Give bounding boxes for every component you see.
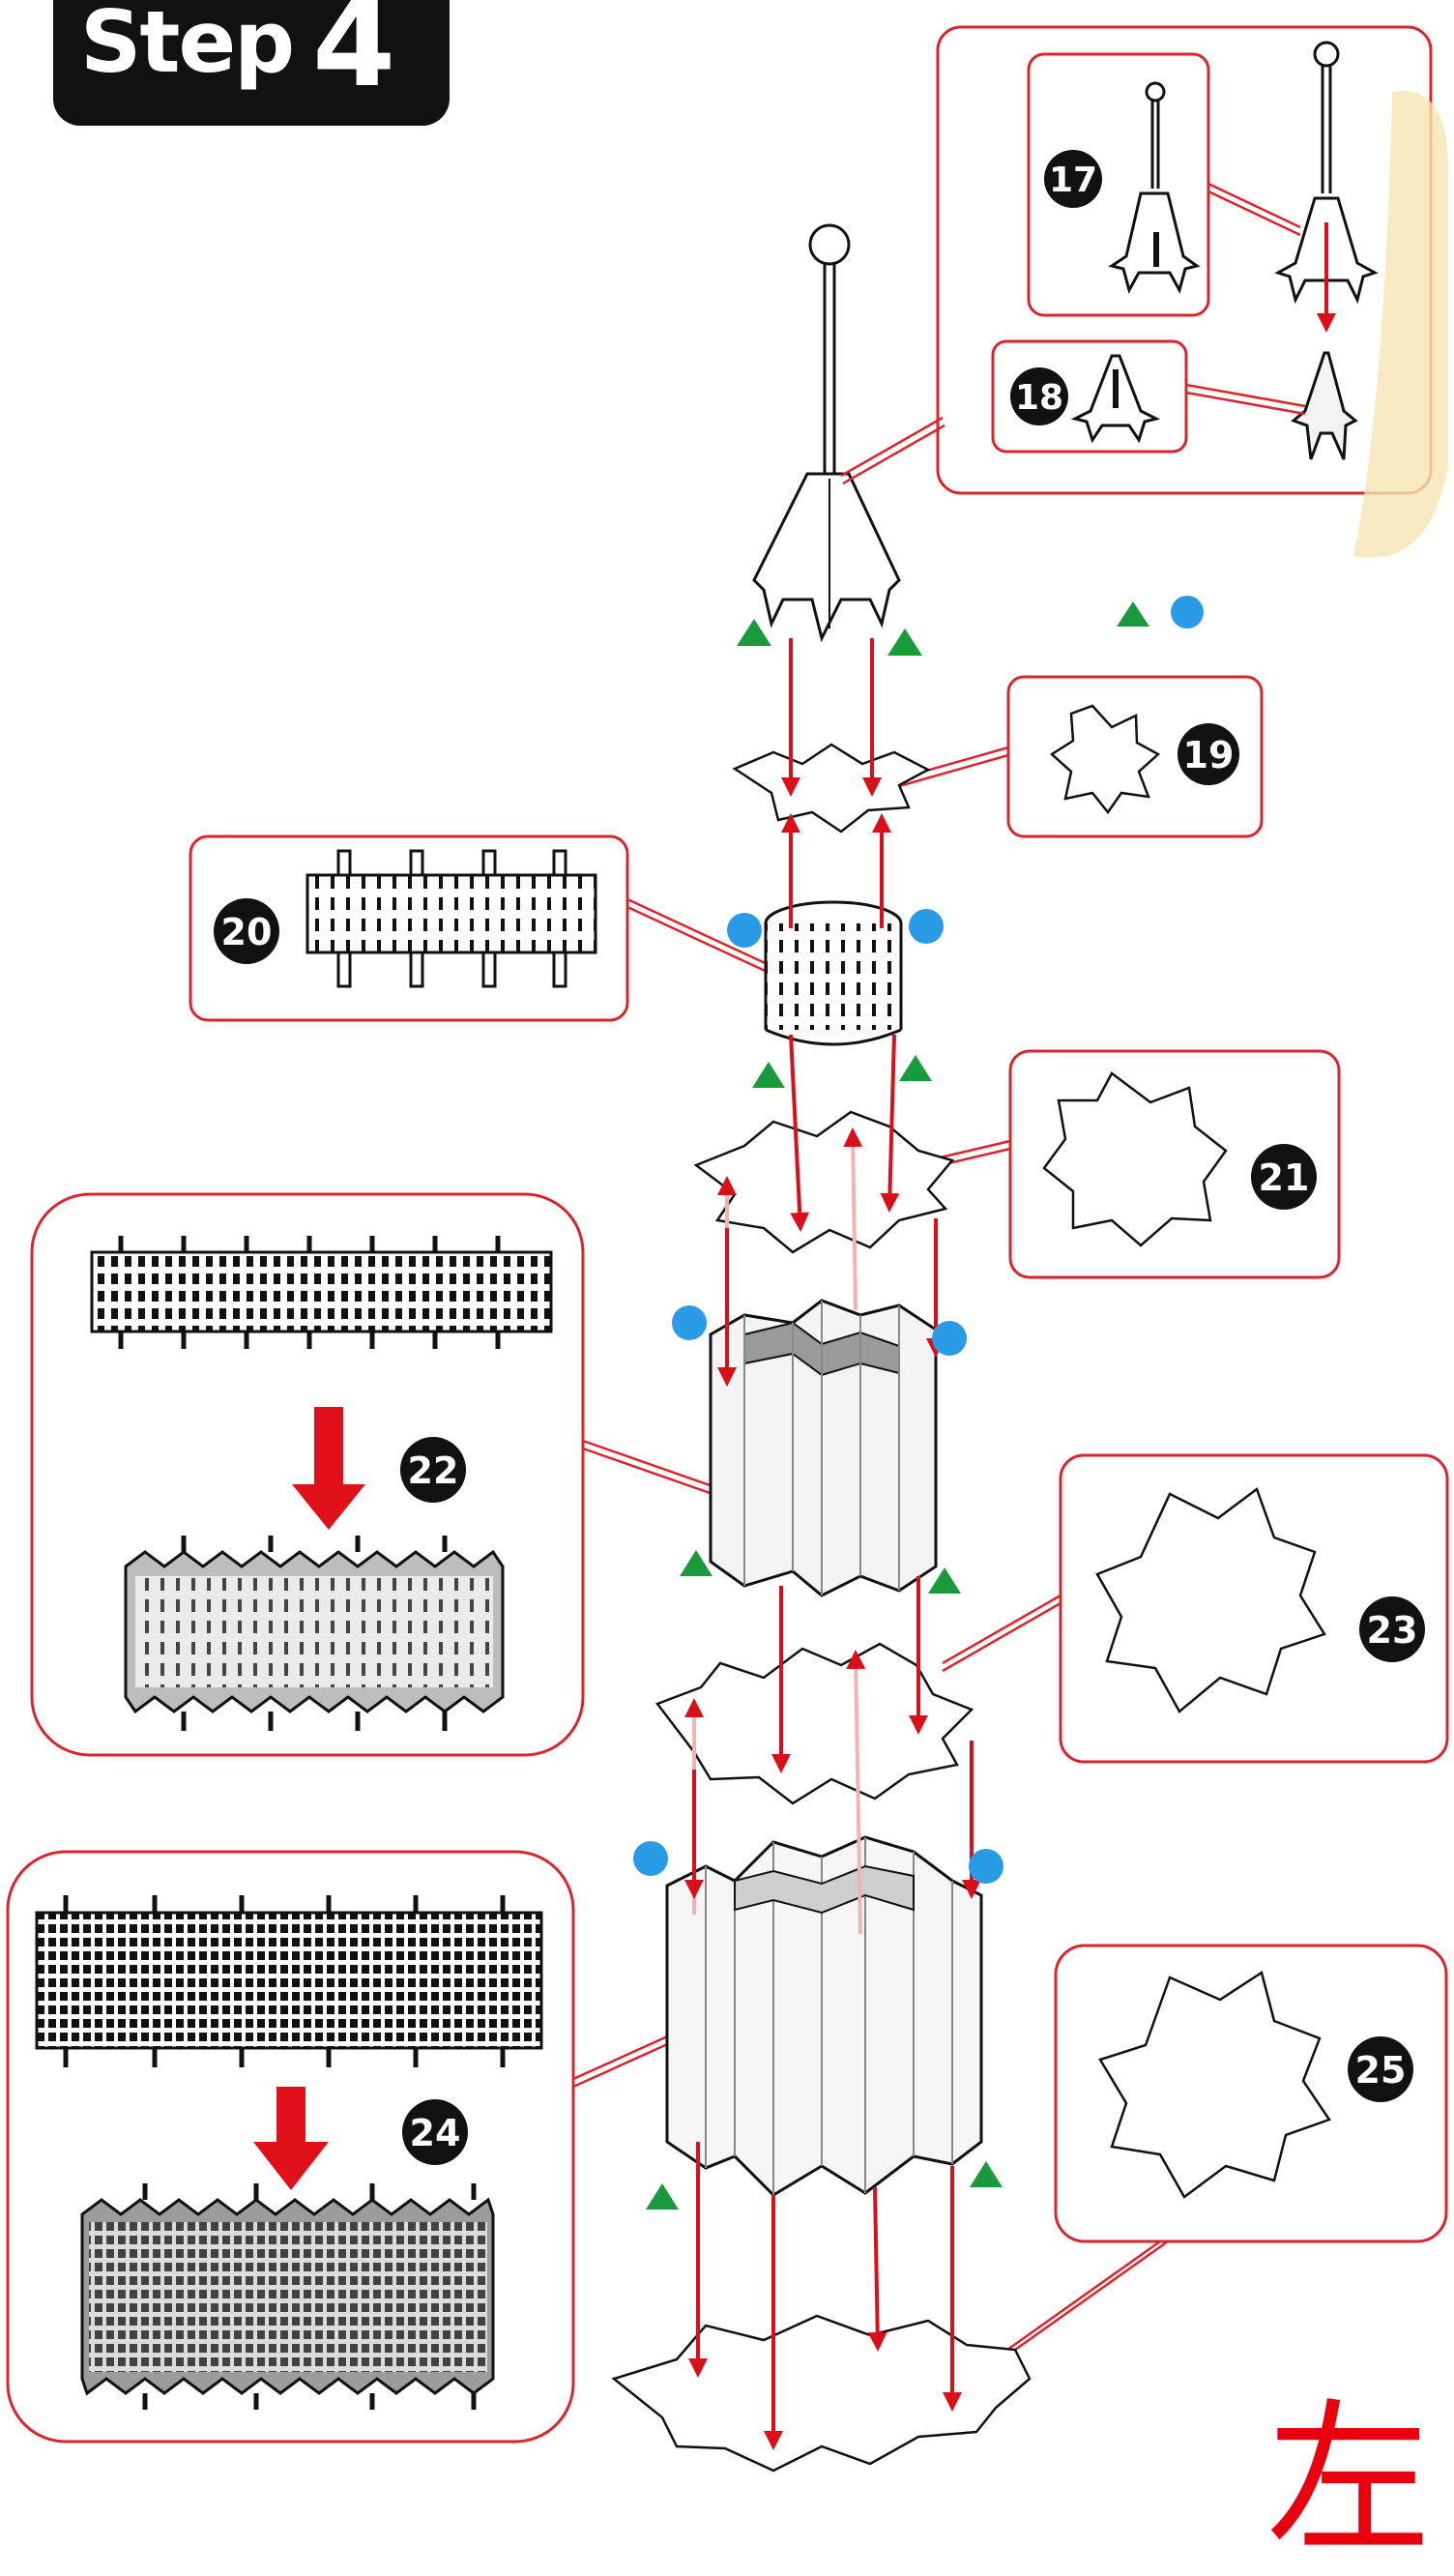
disc-19 (732, 743, 931, 834)
badge-23 (1359, 1596, 1425, 1662)
label-23: 23 (1367, 1609, 1418, 1652)
tower-assembly (611, 223, 1204, 2473)
callout-21: 21 (927, 1049, 1341, 1279)
blue-dot-icon (932, 1321, 967, 1356)
base-disc-25 (611, 2314, 1032, 2473)
green-triangle-icon (887, 629, 922, 656)
part-22-folded-icon (124, 1536, 505, 1731)
step-word: Step (80, 0, 295, 92)
disc-23 (654, 1642, 974, 1805)
badge-21 (1251, 1144, 1317, 1210)
arrow-down-icon-2 (253, 2087, 329, 2190)
label-24: 24 (410, 2112, 461, 2154)
callout-24: 24 (6, 1850, 724, 2444)
part-25-icon (1098, 1971, 1331, 2199)
callout-20: 20 (189, 834, 774, 1022)
green-triangle-icon (680, 1550, 712, 1576)
side-mark: 左 (1266, 2385, 1432, 2576)
callout-22: 22 (30, 1192, 736, 1757)
green-triangle-icon (752, 1062, 785, 1088)
label-18: 18 (1015, 378, 1063, 418)
green-triangle-icon (1117, 601, 1149, 627)
callout-top: 17 18 (936, 25, 1433, 495)
part-23-icon (1095, 1486, 1326, 1713)
blue-dot-icon (672, 1305, 707, 1340)
page-edge-shadow (1353, 91, 1449, 558)
part-24-flat-icon (35, 1895, 543, 2067)
badge-25 (1348, 2036, 1413, 2102)
disc-21 (693, 1110, 955, 1254)
part-19-icon (1049, 704, 1161, 815)
badge-19 (1178, 723, 1239, 785)
assembled-tip-icon (1274, 41, 1379, 460)
part-18-icon (1070, 354, 1161, 444)
green-triangle-icon (737, 619, 771, 646)
cylinder-20 (764, 900, 903, 1046)
antenna-tip (752, 223, 945, 643)
part-24-folded-icon (80, 2183, 495, 2410)
label-19: 19 (1183, 734, 1235, 776)
part-21-icon (1042, 1071, 1228, 1247)
prism-24 (665, 1835, 983, 2197)
blue-dot-icon (909, 909, 944, 944)
part-17-icon (1108, 81, 1201, 294)
callout-23: 23 (942, 1453, 1449, 1764)
blue-dot-icon (633, 1841, 668, 1876)
green-triangle-icon (646, 2183, 679, 2210)
green-triangle-icon (928, 1567, 961, 1594)
step-badge: Step 4 (53, 0, 450, 126)
badge-18 (1010, 367, 1068, 425)
label-20: 20 (221, 911, 273, 953)
green-triangle-icon (899, 1055, 932, 1081)
badge-17 (1044, 150, 1102, 208)
green-triangle-icon (970, 2161, 1003, 2187)
blue-dot-icon (1171, 596, 1204, 629)
label-17: 17 (1049, 161, 1097, 200)
blue-dot-icon (727, 913, 762, 948)
prism-22 (709, 1299, 938, 1597)
label-22: 22 (408, 1449, 459, 1492)
badge-22 (400, 1437, 466, 1503)
label-25: 25 (1355, 2049, 1407, 2092)
label-21: 21 (1259, 1156, 1310, 1199)
badge-20 (214, 898, 279, 964)
arrow-down-icon (292, 1407, 365, 1530)
step-number: 4 (312, 0, 396, 114)
part-22-flat-icon (90, 1236, 553, 1349)
alignment-markers (633, 596, 1204, 2210)
callout-19: 19 (898, 675, 1264, 838)
part-20-icon (305, 849, 597, 988)
badge-24 (402, 2099, 468, 2165)
blue-dot-icon (969, 1849, 1003, 1884)
callout-25: 25 (1000, 1944, 1448, 2356)
